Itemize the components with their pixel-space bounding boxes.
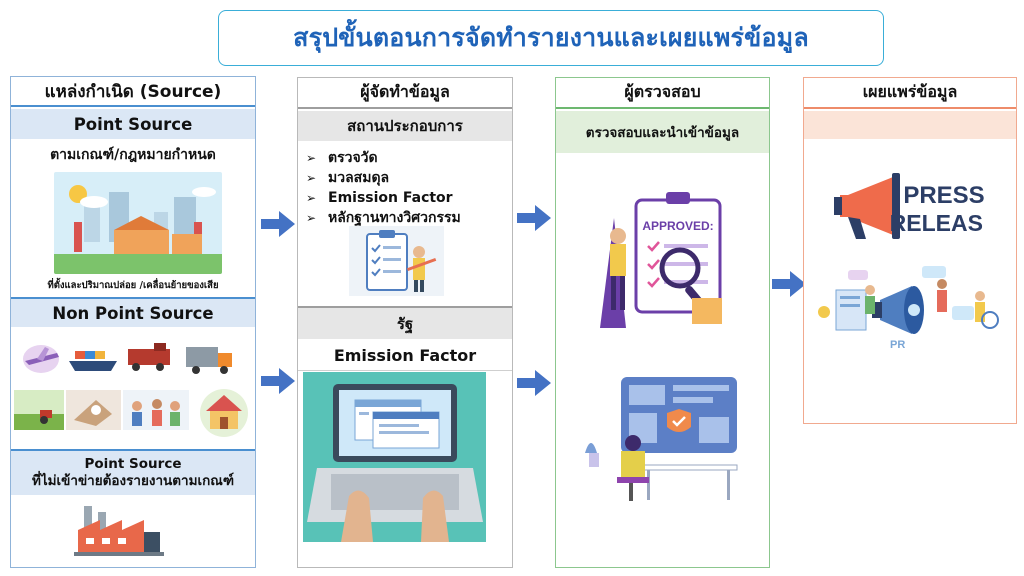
method-list: ➢ตรวจวัด ➢มวลสมดุล ➢Emission Factor ➢หลั…	[306, 148, 511, 228]
point-source-unregulated-band: Point Source ที่ไม่เข้าข่ายต้องรายงานตาม…	[11, 449, 255, 495]
arrow-right-icon	[517, 205, 551, 231]
source-header: แหล่งกำเนิด (Source)	[11, 77, 255, 107]
pr-text: PR	[890, 339, 905, 351]
non-point-source-band: Non Point Source	[11, 297, 255, 327]
operator-band: สถานประกอบการ	[298, 111, 512, 141]
ship-icon	[69, 351, 117, 371]
title-box: สรุปขั้นตอนการจัดทำรายงานและเผยแพร่ข้อมู…	[218, 10, 884, 66]
publish-band	[804, 111, 1016, 139]
point-source-2-line2: ที่ไม่เข้าข่ายต้องรายงานตามเกณฑ์	[31, 473, 235, 489]
page-title: สรุปขั้นตอนการจัดทำรายงานและเผยแพร่ข้อมู…	[293, 23, 809, 52]
list-item: ➢Emission Factor	[306, 190, 453, 206]
people-icon	[123, 390, 189, 430]
laptop-icon	[303, 372, 486, 542]
house-icon	[200, 389, 248, 437]
preparer-header: ผู้จัดทำข้อมูล	[298, 78, 512, 109]
preparer-column: ผู้จัดทำข้อมูล สถานประกอบการ ➢ตรวจวัด ➢ม…	[297, 77, 513, 568]
reviewer-column: ผู้ตรวจสอบ ตรวจสอบและนำเข้าข้อมูล APPROV…	[555, 77, 770, 568]
arrow-right-icon	[772, 271, 806, 297]
truck-icon	[186, 347, 232, 374]
release-text: RELEASE	[890, 210, 984, 236]
source-column: แหล่งกำเนิด (Source) Point Source ตามเกณ…	[10, 76, 256, 568]
factory-icon	[74, 506, 164, 556]
point-source-2-line1: Point Source	[84, 456, 182, 472]
megaphone-icon: PRESS RELEASE	[834, 173, 984, 239]
cooking-icon	[66, 390, 121, 430]
approved-text: APPROVED:	[642, 219, 713, 233]
reviewer-header: ผู้ตรวจสอบ	[556, 78, 769, 109]
press-text: PRESS	[903, 182, 984, 209]
clipboard-icon	[349, 226, 444, 296]
farm-tractor-icon	[14, 390, 64, 430]
point-source-band: Point Source	[11, 109, 255, 139]
review-task-band: ตรวจสอบและนำเข้าข้อมูล	[556, 111, 769, 153]
list-item: ➢มวลสมดุล	[306, 170, 390, 186]
arrow-right-icon	[261, 211, 295, 237]
location-caption: ที่ตั้งและปริมาณปล่อย /เคลื่อนย้ายของเสี…	[47, 279, 219, 291]
criteria-label: ตามเกณฑ์/กฎหมายกำหนด	[50, 147, 216, 163]
arrow-right-icon	[261, 368, 295, 394]
approved-clipboard-icon: APPROVED:	[600, 192, 722, 328]
list-item: ➢ตรวจวัด	[306, 150, 378, 166]
arrow-right-icon	[517, 370, 551, 396]
data-desk-icon	[585, 377, 738, 501]
state-band: รัฐ	[298, 306, 512, 339]
airplane-icon	[23, 345, 59, 373]
state-method-label: Emission Factor	[298, 341, 512, 371]
list-item: ➢หลักฐานทางวิศวกรรม	[306, 210, 461, 226]
pr-megaphone-icon: PR	[812, 256, 1008, 358]
publish-header: เผยแพร่ข้อมูล	[804, 78, 1016, 109]
factory-illustration	[54, 172, 222, 274]
publish-column: เผยแพร่ข้อมูล PRESS RELEASE PR	[803, 77, 1017, 424]
train-icon	[128, 343, 170, 371]
